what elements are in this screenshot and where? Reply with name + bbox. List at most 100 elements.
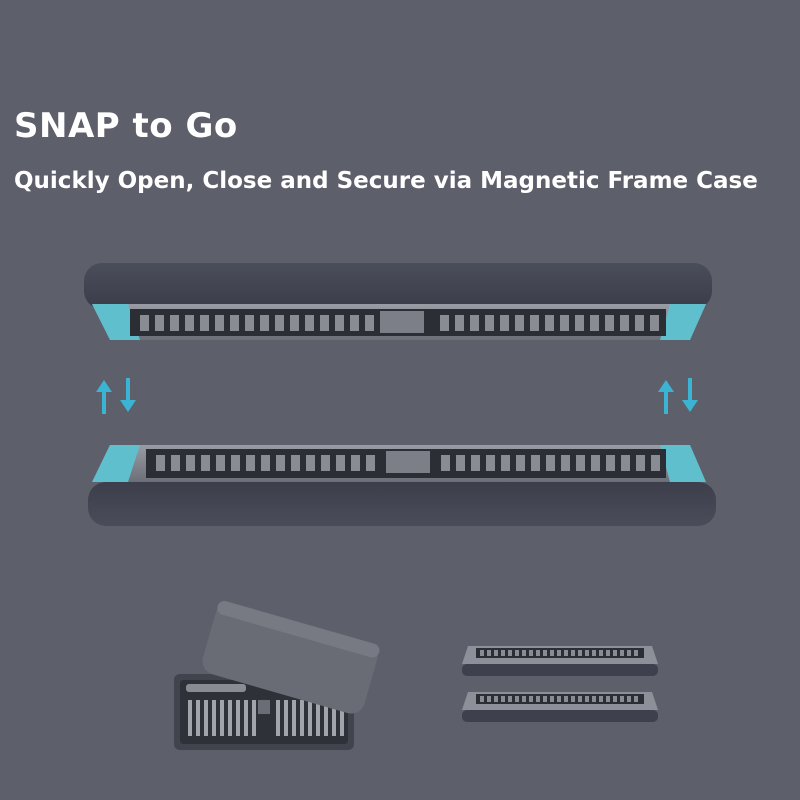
open-case-holder bbox=[258, 700, 270, 714]
bit-slot bbox=[613, 696, 617, 702]
arrow-down-icon bbox=[682, 378, 698, 412]
bit-slot bbox=[501, 650, 505, 656]
bit-slot bbox=[561, 455, 570, 471]
bit-slot bbox=[204, 700, 208, 736]
bit-slot bbox=[480, 696, 484, 702]
bit-slot bbox=[494, 696, 498, 702]
case-base-shell bbox=[88, 482, 716, 526]
bit-slot bbox=[599, 696, 603, 702]
bit-slot bbox=[230, 315, 239, 331]
bit-slot bbox=[340, 700, 344, 736]
bit-slot bbox=[335, 315, 344, 331]
bit-slot bbox=[620, 650, 624, 656]
headline-subtitle: Quickly Open, Close and Secure via Magne… bbox=[14, 168, 758, 194]
bit-slot bbox=[306, 455, 315, 471]
bit-slot bbox=[508, 650, 512, 656]
case-lid bbox=[84, 263, 712, 340]
arrow-up-icon bbox=[658, 380, 674, 414]
case-base-bit-slots bbox=[156, 455, 660, 471]
arrow-pair-left bbox=[96, 378, 136, 414]
bit-slot bbox=[500, 315, 509, 331]
bit-slot bbox=[216, 455, 225, 471]
bit-slot bbox=[543, 696, 547, 702]
bit-slot bbox=[650, 315, 659, 331]
bit-slot bbox=[332, 700, 336, 736]
bit-slot bbox=[186, 455, 195, 471]
bit-slot bbox=[480, 650, 484, 656]
bit-slot bbox=[605, 315, 614, 331]
bit-slot bbox=[196, 700, 200, 736]
bit-slot bbox=[201, 455, 210, 471]
bit-slot bbox=[501, 455, 510, 471]
bit-slot bbox=[284, 700, 288, 736]
bit-slot bbox=[621, 455, 630, 471]
case-lid-teal-corner-left bbox=[92, 304, 140, 340]
bit-slot bbox=[515, 650, 519, 656]
case-lid-shell bbox=[84, 263, 712, 309]
bit-slot bbox=[276, 700, 280, 736]
bit-slot bbox=[531, 455, 540, 471]
bit-slot bbox=[308, 700, 312, 736]
bit-slot bbox=[529, 650, 533, 656]
bit-slot bbox=[578, 650, 582, 656]
bit-slot bbox=[575, 315, 584, 331]
bit-slot bbox=[592, 650, 596, 656]
bit-slot bbox=[501, 696, 505, 702]
bit-slot bbox=[252, 700, 256, 736]
bit-slot bbox=[515, 696, 519, 702]
bit-slot bbox=[522, 696, 526, 702]
bit-slot bbox=[215, 315, 224, 331]
bit-slot bbox=[351, 455, 360, 471]
bit-slot bbox=[246, 455, 255, 471]
case-lid-center-plate bbox=[380, 311, 424, 333]
case-base bbox=[88, 445, 716, 526]
bit-slot bbox=[236, 700, 240, 736]
bit-slot bbox=[590, 315, 599, 331]
bit-slot bbox=[200, 315, 209, 331]
bit-slot bbox=[634, 650, 638, 656]
bit-slot bbox=[557, 696, 561, 702]
arrow-down-icon bbox=[120, 378, 136, 412]
bit-slot bbox=[440, 315, 449, 331]
bit-slot bbox=[366, 455, 375, 471]
bit-slot bbox=[291, 455, 300, 471]
bit-slot bbox=[585, 650, 589, 656]
bit-slot bbox=[578, 696, 582, 702]
bit-slot bbox=[290, 315, 299, 331]
bit-slot bbox=[571, 650, 575, 656]
bit-slot bbox=[487, 696, 491, 702]
bit-slot bbox=[487, 650, 491, 656]
open-case-illustration bbox=[174, 601, 380, 750]
bit-slot bbox=[635, 315, 644, 331]
bit-slot bbox=[550, 696, 554, 702]
bit-slot bbox=[155, 315, 164, 331]
headline-title: SNAP to Go bbox=[14, 106, 238, 146]
bit-slot bbox=[599, 650, 603, 656]
bit-slot bbox=[651, 455, 660, 471]
bit-slot bbox=[261, 455, 270, 471]
bit-slot bbox=[212, 700, 216, 736]
bit-slot bbox=[564, 650, 568, 656]
bit-slot bbox=[543, 650, 547, 656]
bit-slot bbox=[508, 696, 512, 702]
bit-slot bbox=[571, 696, 575, 702]
bit-slot bbox=[220, 700, 224, 736]
bit-slot bbox=[627, 650, 631, 656]
bit-slot bbox=[634, 696, 638, 702]
bit-slot bbox=[244, 700, 248, 736]
bit-slot bbox=[530, 315, 539, 331]
bit-slot bbox=[171, 455, 180, 471]
bit-slot bbox=[276, 455, 285, 471]
open-case-lid bbox=[202, 601, 380, 714]
bit-slot bbox=[546, 455, 555, 471]
bit-slot bbox=[557, 650, 561, 656]
bit-slot bbox=[515, 315, 524, 331]
bit-slot bbox=[606, 455, 615, 471]
open-case-bits bbox=[188, 700, 344, 736]
bit-slot bbox=[185, 315, 194, 331]
case-base-center-plate bbox=[386, 451, 430, 473]
bit-slot bbox=[321, 455, 330, 471]
bit-slot bbox=[516, 455, 525, 471]
case-base-teal-corner-left bbox=[92, 445, 140, 482]
bit-slot bbox=[350, 315, 359, 331]
